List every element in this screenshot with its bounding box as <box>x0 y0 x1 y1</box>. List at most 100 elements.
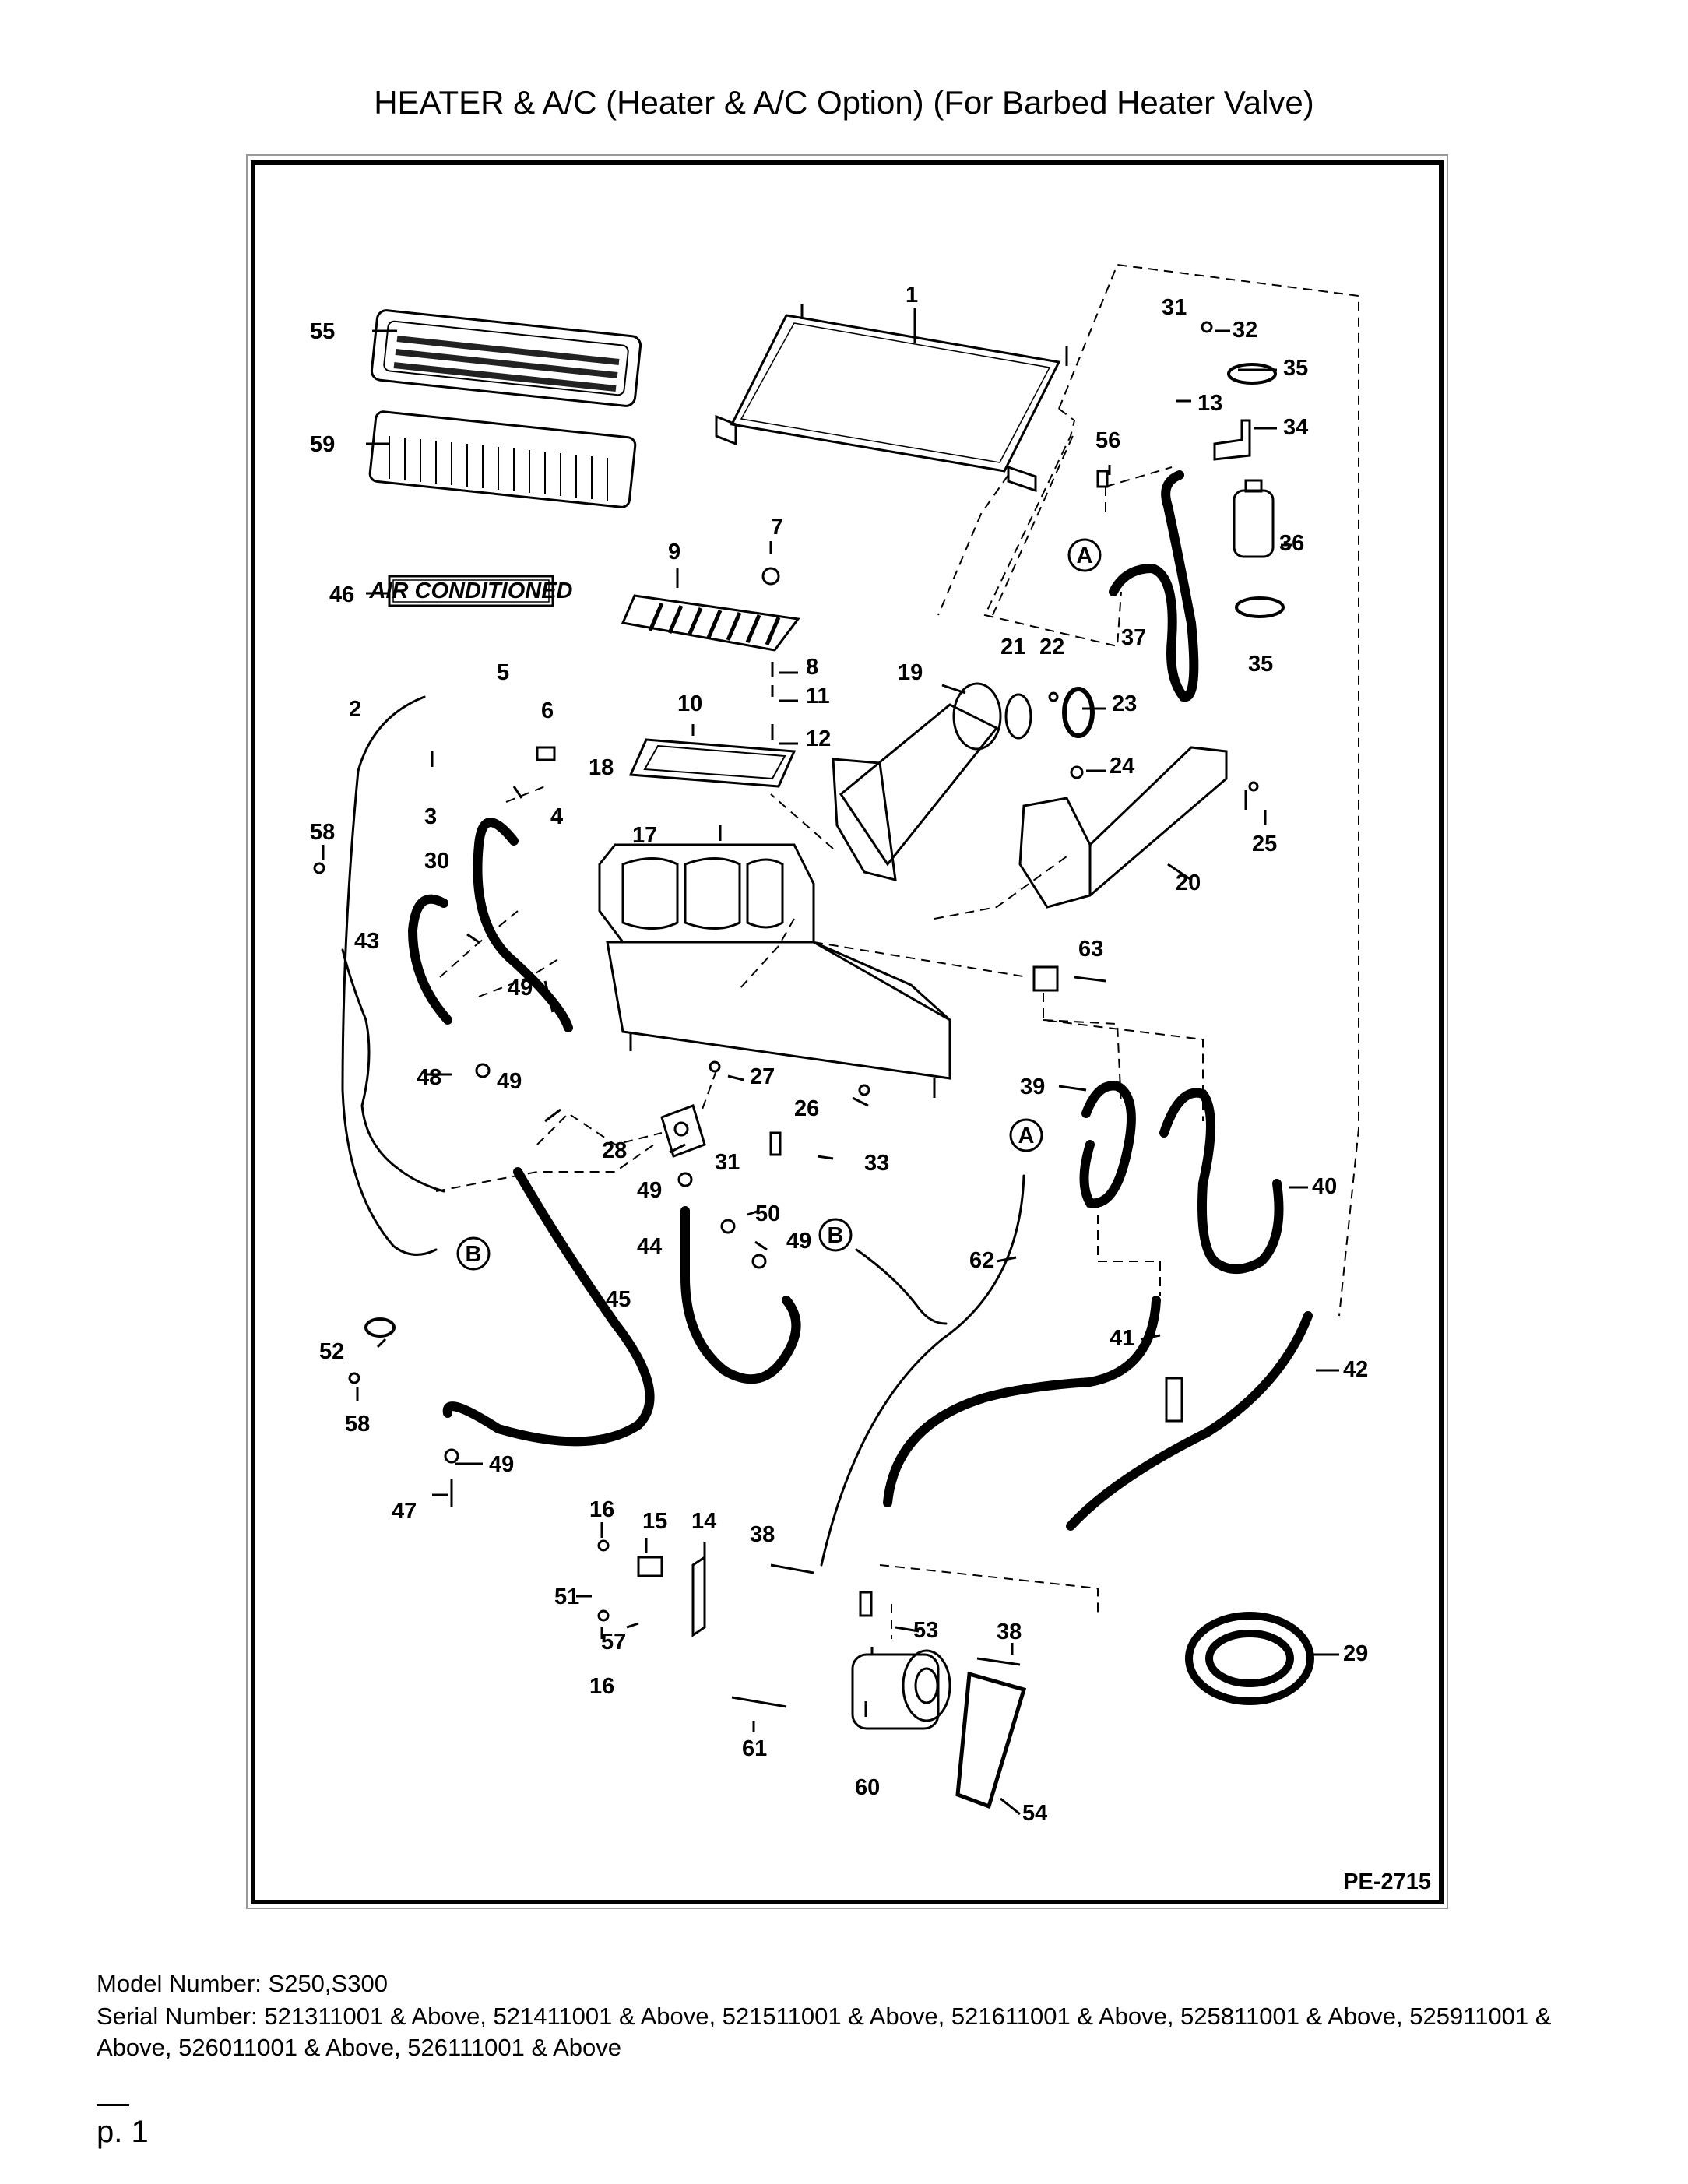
callout-5: 5 <box>497 660 509 685</box>
callout-12: 12 <box>806 726 831 751</box>
condenser-part <box>715 304 1068 493</box>
callout-62: 62 <box>969 1248 994 1273</box>
callout-9: 9 <box>668 540 680 564</box>
callout-52: 52 <box>319 1339 344 1364</box>
callout-ticks <box>322 308 1339 1816</box>
callout-31-upper: 31 <box>1162 295 1187 320</box>
callout-49-b: 49 <box>497 1069 522 1094</box>
receiver-drier-part <box>1233 479 1275 558</box>
callout-1: 1 <box>906 283 918 308</box>
callout-16-lower: 16 <box>589 1674 614 1699</box>
connector-tags <box>456 538 1102 1271</box>
callout-61: 61 <box>742 1736 767 1761</box>
callout-4: 4 <box>550 804 563 829</box>
callout-60: 60 <box>855 1775 880 1800</box>
hose-coil-29-part <box>1185 1612 1314 1705</box>
callout-2: 2 <box>349 697 361 722</box>
callout-35-upper: 35 <box>1283 356 1308 381</box>
callout-45: 45 <box>606 1287 631 1312</box>
compressor-part <box>851 1647 951 1730</box>
page-number: p. 1 <box>97 2115 149 2149</box>
belt-54-part <box>955 1671 1027 1809</box>
hardware-parts <box>313 321 1259 1708</box>
wire-harness-2 <box>341 695 438 1256</box>
ring-21-part <box>1004 693 1032 740</box>
air-conditioned-decal: AIR CONDITIONED <box>369 575 573 607</box>
hose-39 <box>1079 1081 1136 1208</box>
duct-19-part <box>832 682 1002 881</box>
callout-8: 8 <box>806 655 818 680</box>
callout-36: 36 <box>1279 531 1304 556</box>
callout-29: 29 <box>1343 1641 1368 1666</box>
callout-27: 27 <box>750 1064 775 1089</box>
hose-45 <box>442 1167 655 1447</box>
callout-48: 48 <box>417 1065 441 1090</box>
callout-19: 19 <box>898 660 923 685</box>
callout-30: 30 <box>424 849 449 874</box>
callout-13: 13 <box>1197 391 1222 416</box>
callout-59: 59 <box>310 432 335 457</box>
callout-42: 42 <box>1343 1357 1368 1382</box>
callout-3: 3 <box>424 804 437 829</box>
callout-6: 6 <box>541 698 554 723</box>
vent-10-part <box>628 738 797 788</box>
callout-58-upper: 58 <box>310 820 335 845</box>
callout-49-c: 49 <box>637 1178 662 1203</box>
callout-38-lower: 38 <box>997 1620 1022 1644</box>
callout-38-upper: 38 <box>750 1522 775 1547</box>
wire-harness-2b <box>341 948 445 1193</box>
callout-7: 7 <box>771 515 783 540</box>
serial-number: Serial Number: 521311001 & Above, 521411… <box>97 2003 1552 2061</box>
callout-35-lower: 35 <box>1248 652 1273 677</box>
valve-63-part <box>1032 965 1059 992</box>
callout-37: 37 <box>1121 625 1146 650</box>
model-number: Model Number: S250,S300 <box>97 1970 388 1997</box>
callout-33: 33 <box>864 1151 889 1176</box>
callout-25: 25 <box>1252 832 1277 856</box>
callout-labels: 1 2 3 4 5 6 7 8 9 10 11 12 13 14 15 16 1… <box>310 283 1368 1826</box>
hoses <box>341 470 1313 1567</box>
callout-49-a: 49 <box>508 976 533 1001</box>
callout-46: 46 <box>329 582 354 607</box>
diagram-frame-outer <box>246 154 1448 1909</box>
hose-40 <box>1159 1088 1284 1274</box>
valve-28-part <box>660 1104 706 1158</box>
wire-b-connector <box>855 1248 948 1325</box>
decal-text: AIR CONDITIONED <box>369 579 573 603</box>
grommet-23-part <box>1062 687 1095 738</box>
connector-b-left-label: B <box>466 1242 482 1267</box>
callout-22: 22 <box>1039 635 1064 659</box>
callout-28: 28 <box>602 1138 627 1163</box>
callout-55: 55 <box>310 319 335 344</box>
dashed-leaders <box>435 263 1359 1639</box>
callout-51: 51 <box>554 1584 579 1609</box>
connector-b-left <box>456 1236 491 1271</box>
callout-24: 24 <box>1110 754 1134 779</box>
hose-41 <box>883 1296 1161 1507</box>
clamp-35-lower-part <box>1235 596 1285 618</box>
heater-housing-part <box>598 843 951 1098</box>
callout-32: 32 <box>1233 318 1257 343</box>
callout-15: 15 <box>642 1509 667 1534</box>
callout-58-lower: 58 <box>345 1412 370 1437</box>
callout-44: 44 <box>637 1234 662 1259</box>
hose-42 <box>1066 1311 1313 1531</box>
spacer-15-part <box>637 1556 663 1577</box>
callout-31-lower: 31 <box>715 1150 740 1175</box>
callout-40: 40 <box>1312 1174 1337 1199</box>
callout-26: 26 <box>794 1096 819 1121</box>
bracket-34-part <box>1213 419 1251 461</box>
connector-a-lower-label: A <box>1018 1124 1035 1148</box>
callout-49-e: 49 <box>489 1452 514 1477</box>
callout-17: 17 <box>632 823 657 848</box>
footer-divider <box>97 2104 129 2106</box>
callout-54: 54 <box>1022 1801 1047 1826</box>
grille-55-part <box>370 309 642 407</box>
callout-47: 47 <box>392 1499 417 1524</box>
connector-a-lower <box>1009 1118 1043 1152</box>
connector-b-right <box>818 1218 853 1252</box>
callout-57: 57 <box>601 1630 626 1655</box>
callout-23: 23 <box>1112 691 1137 716</box>
filter-59-part <box>368 410 637 508</box>
callout-34: 34 <box>1283 415 1308 440</box>
